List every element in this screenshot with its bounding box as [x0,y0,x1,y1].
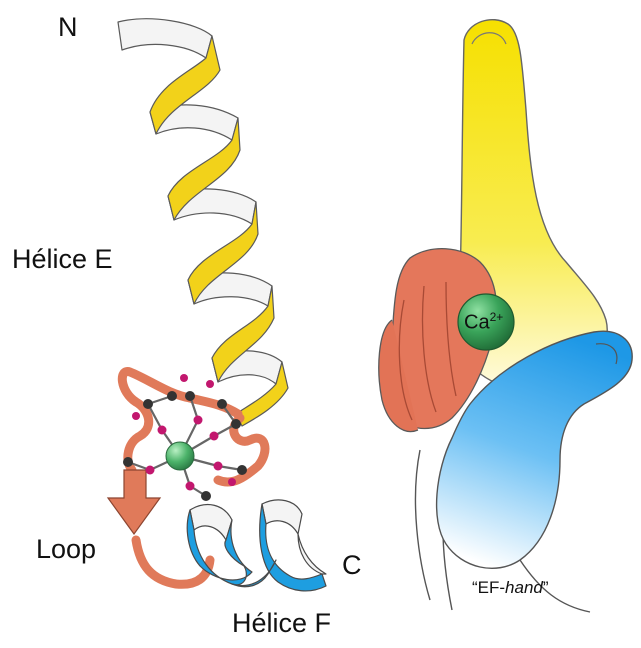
ef-hand-caption-prefix: “EF- [472,578,505,597]
calcium-symbol: Ca [464,312,490,334]
loop-strand-arrow [108,470,160,534]
helix-e-label: Hélice E [12,244,113,275]
calcium-label: Ca2+ [464,310,503,335]
loop-label: Loop [36,534,96,565]
ef-hand-caption: “EF-hand” [472,578,549,598]
n-terminus-label: N [58,12,78,43]
calcium-charge: 2+ [490,310,504,324]
c-terminus-label: C [342,550,362,581]
helix-e-ribbon [118,19,288,426]
ef-hand-caption-suffix: ” [543,578,549,597]
helix-f-label: Hélice F [232,608,331,639]
ef-hand-caption-italic: hand [505,578,543,597]
calcium-ion-structure [166,442,194,470]
